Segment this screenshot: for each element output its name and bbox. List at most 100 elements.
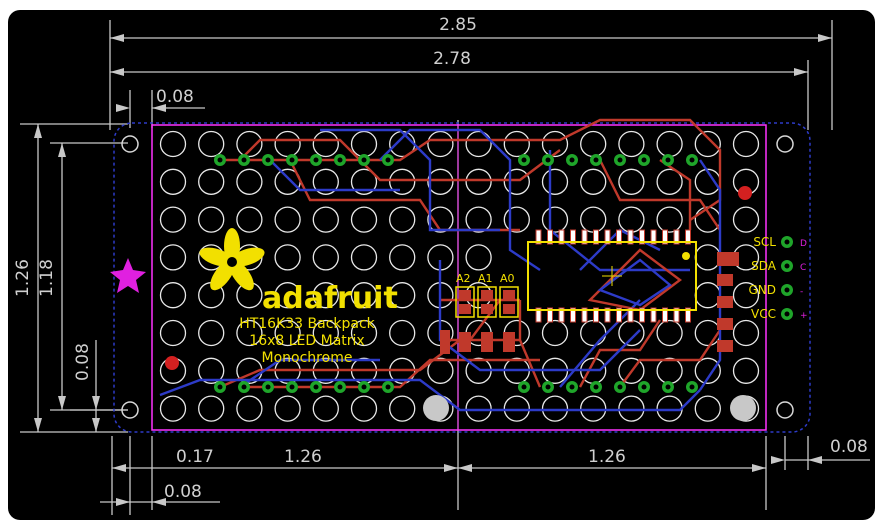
matrix-hole [350,168,378,195]
matrix-hole [694,357,721,384]
matrix-hole [656,319,683,347]
ic-pin [639,307,645,323]
led-pad-drill [385,157,391,163]
ic-pin [570,229,576,245]
ic-pin [627,229,634,245]
matrix-hole [312,130,339,158]
matrix-hole [618,168,645,195]
led-pad-drill [665,384,671,390]
led-pad-drill [313,157,319,163]
fiducial-bottom-left [165,356,179,370]
matrix-hole [236,130,263,158]
matrix-hole [312,319,339,347]
ic-pin [547,307,553,323]
mount-hole-top-right [776,135,794,153]
board-outline [113,122,811,433]
matrix-hole [541,319,569,347]
led-header-pads [214,154,698,393]
matrix-hole [541,206,569,233]
ic-pin [604,229,611,245]
ic-pin [662,229,668,245]
matrix-hole [312,168,339,195]
ic-pin [673,307,680,323]
matrix-hole [312,244,339,271]
matrix-hole [198,168,225,195]
led-pad-drill [689,157,695,163]
matrix-hole [732,130,760,158]
matrix-hole [236,168,263,195]
matrix-hole [656,206,683,233]
matrix-hole [427,168,454,195]
ic-pin [673,229,680,245]
resistor-pads [717,252,739,352]
ic-pin [685,229,691,245]
matrix-hole [389,319,416,347]
dim-mount-offset-left: 0.08 [73,343,93,381]
dim-left-matrix-width: 1.26 [284,447,322,467]
matrix-hole [465,130,492,158]
matrix-hole [503,168,530,195]
led-pad-drill [593,384,599,390]
mount-hole-bottom-right [776,401,794,419]
led-pad-drill [617,157,623,163]
dimension-lines [20,20,870,515]
ic-pin [558,307,565,323]
matrix-hole [656,168,683,195]
led-pad-drill [569,157,575,163]
matrix-hole [732,206,760,233]
matrix-hole [274,395,301,422]
led-pad-drill [265,384,271,390]
matrix-hole [503,130,530,158]
dim-board-height: 1.18 [37,259,57,297]
matrix-hole [618,357,645,384]
matrix-hole [350,244,378,271]
ic-pin [604,307,611,323]
led-pad-drill [617,384,623,390]
matrix-hole [732,357,760,384]
ic-pin [685,307,691,323]
matrix-hole [541,168,569,195]
matrix-hole [503,395,530,422]
matrix-hole [274,244,301,271]
matrix-hole [159,168,187,195]
led-pad-drill [641,157,647,163]
matrix-hole [312,206,339,233]
matrix-hole [580,168,607,195]
jumper-label-a0: A0 [500,272,515,285]
side-label-minus: - [800,287,803,297]
matrix-hole [159,206,187,233]
matrix-hole [236,395,263,422]
matrix-hole [312,395,339,422]
matrix-hole [465,168,492,195]
led-pad-drill [641,384,647,390]
jumper-label-a2: A2 [456,272,471,285]
ic-pin [650,307,657,323]
matrix-hole [427,357,454,384]
led-pad-drill [385,384,391,390]
side-label-d: D [800,239,807,249]
led-pad-drill [521,384,527,390]
matrix-hole [198,130,225,158]
i2c-header: SCL SDA GND VCC D C - + [748,235,807,321]
canvas [8,10,875,520]
matrix-hole [236,319,263,347]
matrix-hole [159,395,187,422]
board-title-line2: 16x8 LED Matrix [249,333,364,349]
ic-pin [581,307,588,323]
led-pad-drill [545,157,551,163]
matrix-hole [503,206,530,233]
matrix-hole [732,319,760,347]
led-pad-drill [569,384,575,390]
matrix-hole [389,282,416,309]
board-title-line3: Monochrome [262,350,353,366]
pcb-board: adafruit HT16K33 Backpack 16x8 LED Matri… [110,118,811,433]
led-pad-drill [289,157,295,163]
jumper-label-a1: A1 [478,272,493,285]
dim-right-matrix-width: 1.26 [588,447,626,467]
led-pad-drill [337,157,343,163]
matrix-hole [389,244,416,271]
led-pad-drill [545,384,551,390]
led-pad-drill [217,157,223,163]
led-pad-drill [521,157,527,163]
matrix-hole [465,244,492,271]
